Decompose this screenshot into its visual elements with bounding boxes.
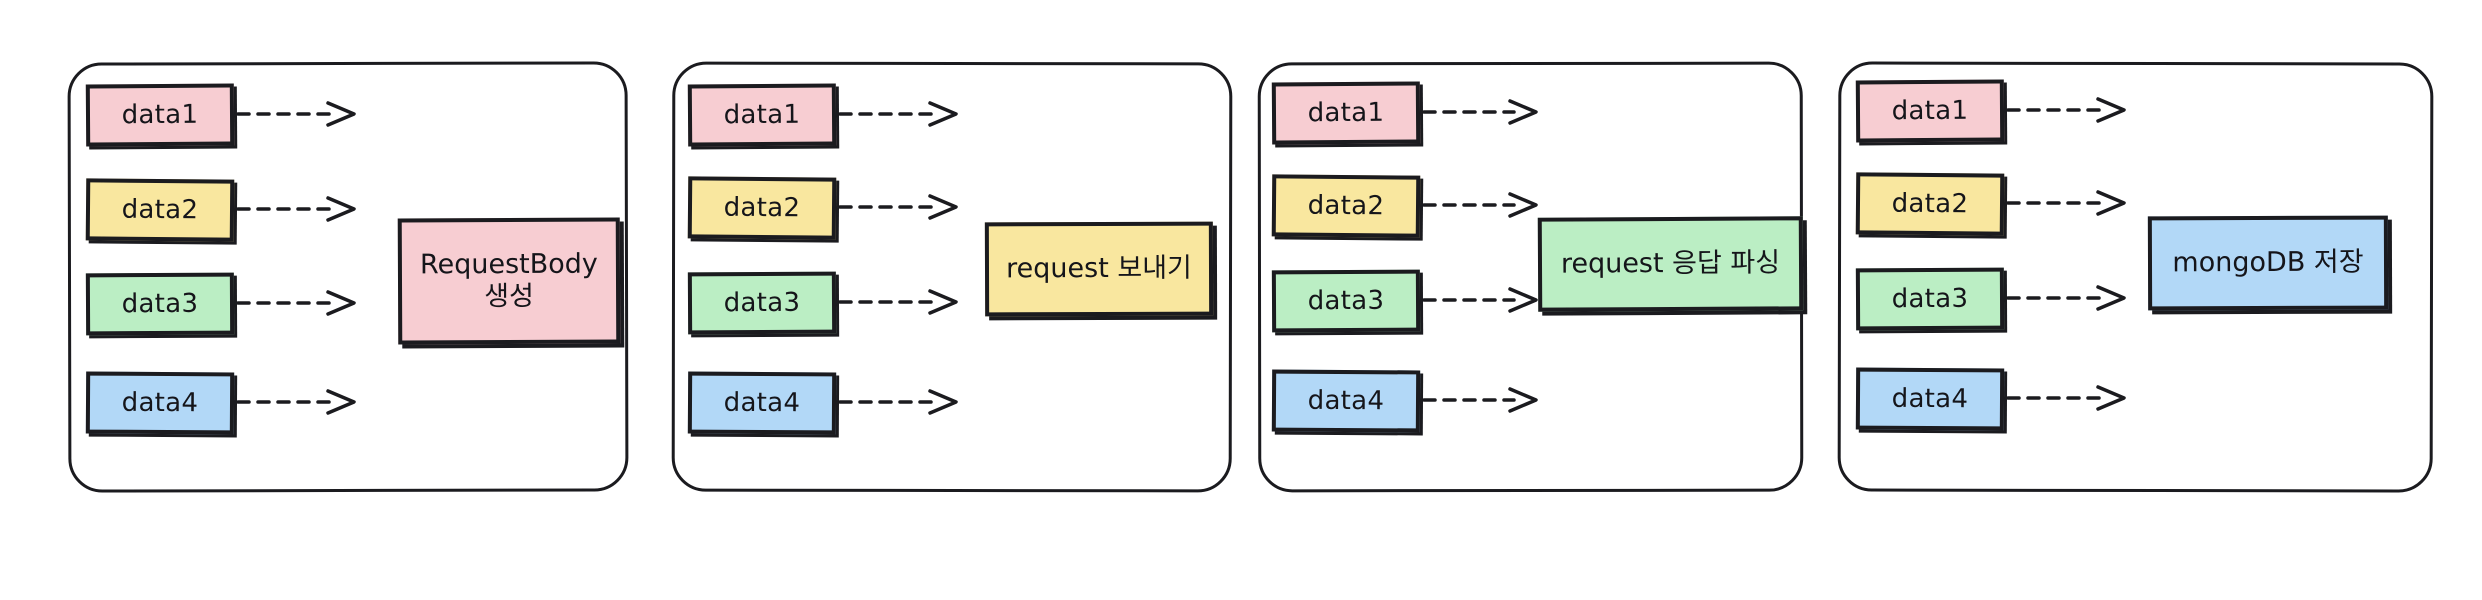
data-box-p2-data4[interactable]: data4 xyxy=(687,371,837,435)
data-box-p3-data3[interactable]: data3 xyxy=(1271,269,1421,333)
data-box-label: data4 xyxy=(723,387,801,419)
data-box-label: data3 xyxy=(723,287,801,319)
process-box-label: mongoDB 저장 xyxy=(2172,246,2364,279)
data-box-label: data4 xyxy=(1307,385,1385,417)
process-box-p1[interactable]: RequestBody 생성 xyxy=(397,217,621,345)
data-box-p4-data4[interactable]: data4 xyxy=(1855,367,2005,431)
data-box-p3-data4[interactable]: data4 xyxy=(1271,369,1421,433)
data-box-label: data4 xyxy=(1891,383,1969,415)
data-box-p1-data1[interactable]: data1 xyxy=(85,83,235,147)
data-box-label: data2 xyxy=(1307,190,1385,222)
process-box-p4[interactable]: mongoDB 저장 xyxy=(2147,215,2389,311)
process-box-label: request 보내기 xyxy=(1006,252,1192,285)
data-box-p1-data2[interactable]: data2 xyxy=(85,178,235,242)
data-box-p2-data2[interactable]: data2 xyxy=(687,176,837,240)
data-box-p2-data3[interactable]: data3 xyxy=(687,271,837,335)
data-box-p4-data1[interactable]: data1 xyxy=(1855,79,2005,143)
process-box-p2[interactable]: request 보내기 xyxy=(984,221,1214,317)
process-box-p3[interactable]: request 응답 파싱 xyxy=(1537,216,1804,312)
data-box-label: data1 xyxy=(1307,97,1385,129)
data-box-label: data3 xyxy=(1891,283,1969,315)
data-box-label: data4 xyxy=(121,387,199,419)
process-box-label: request 응답 파싱 xyxy=(1560,247,1781,280)
data-box-p1-data4[interactable]: data4 xyxy=(85,371,235,435)
data-box-label: data2 xyxy=(1891,188,1969,220)
data-box-label: data1 xyxy=(121,99,199,131)
data-box-label: data3 xyxy=(1307,285,1385,317)
data-box-p3-data1[interactable]: data1 xyxy=(1271,81,1421,145)
data-box-label: data1 xyxy=(723,99,801,131)
data-box-label: data1 xyxy=(1891,95,1969,127)
data-box-p4-data3[interactable]: data3 xyxy=(1855,267,2005,331)
data-box-p4-data2[interactable]: data2 xyxy=(1855,172,2005,236)
data-box-p2-data1[interactable]: data1 xyxy=(687,83,837,147)
data-box-label: data2 xyxy=(121,194,199,226)
data-box-p1-data3[interactable]: data3 xyxy=(85,272,235,336)
data-box-label: data2 xyxy=(723,192,801,224)
process-box-label: RequestBody 생성 xyxy=(419,248,598,313)
data-box-p3-data2[interactable]: data2 xyxy=(1271,174,1421,238)
data-box-label: data3 xyxy=(121,288,199,320)
